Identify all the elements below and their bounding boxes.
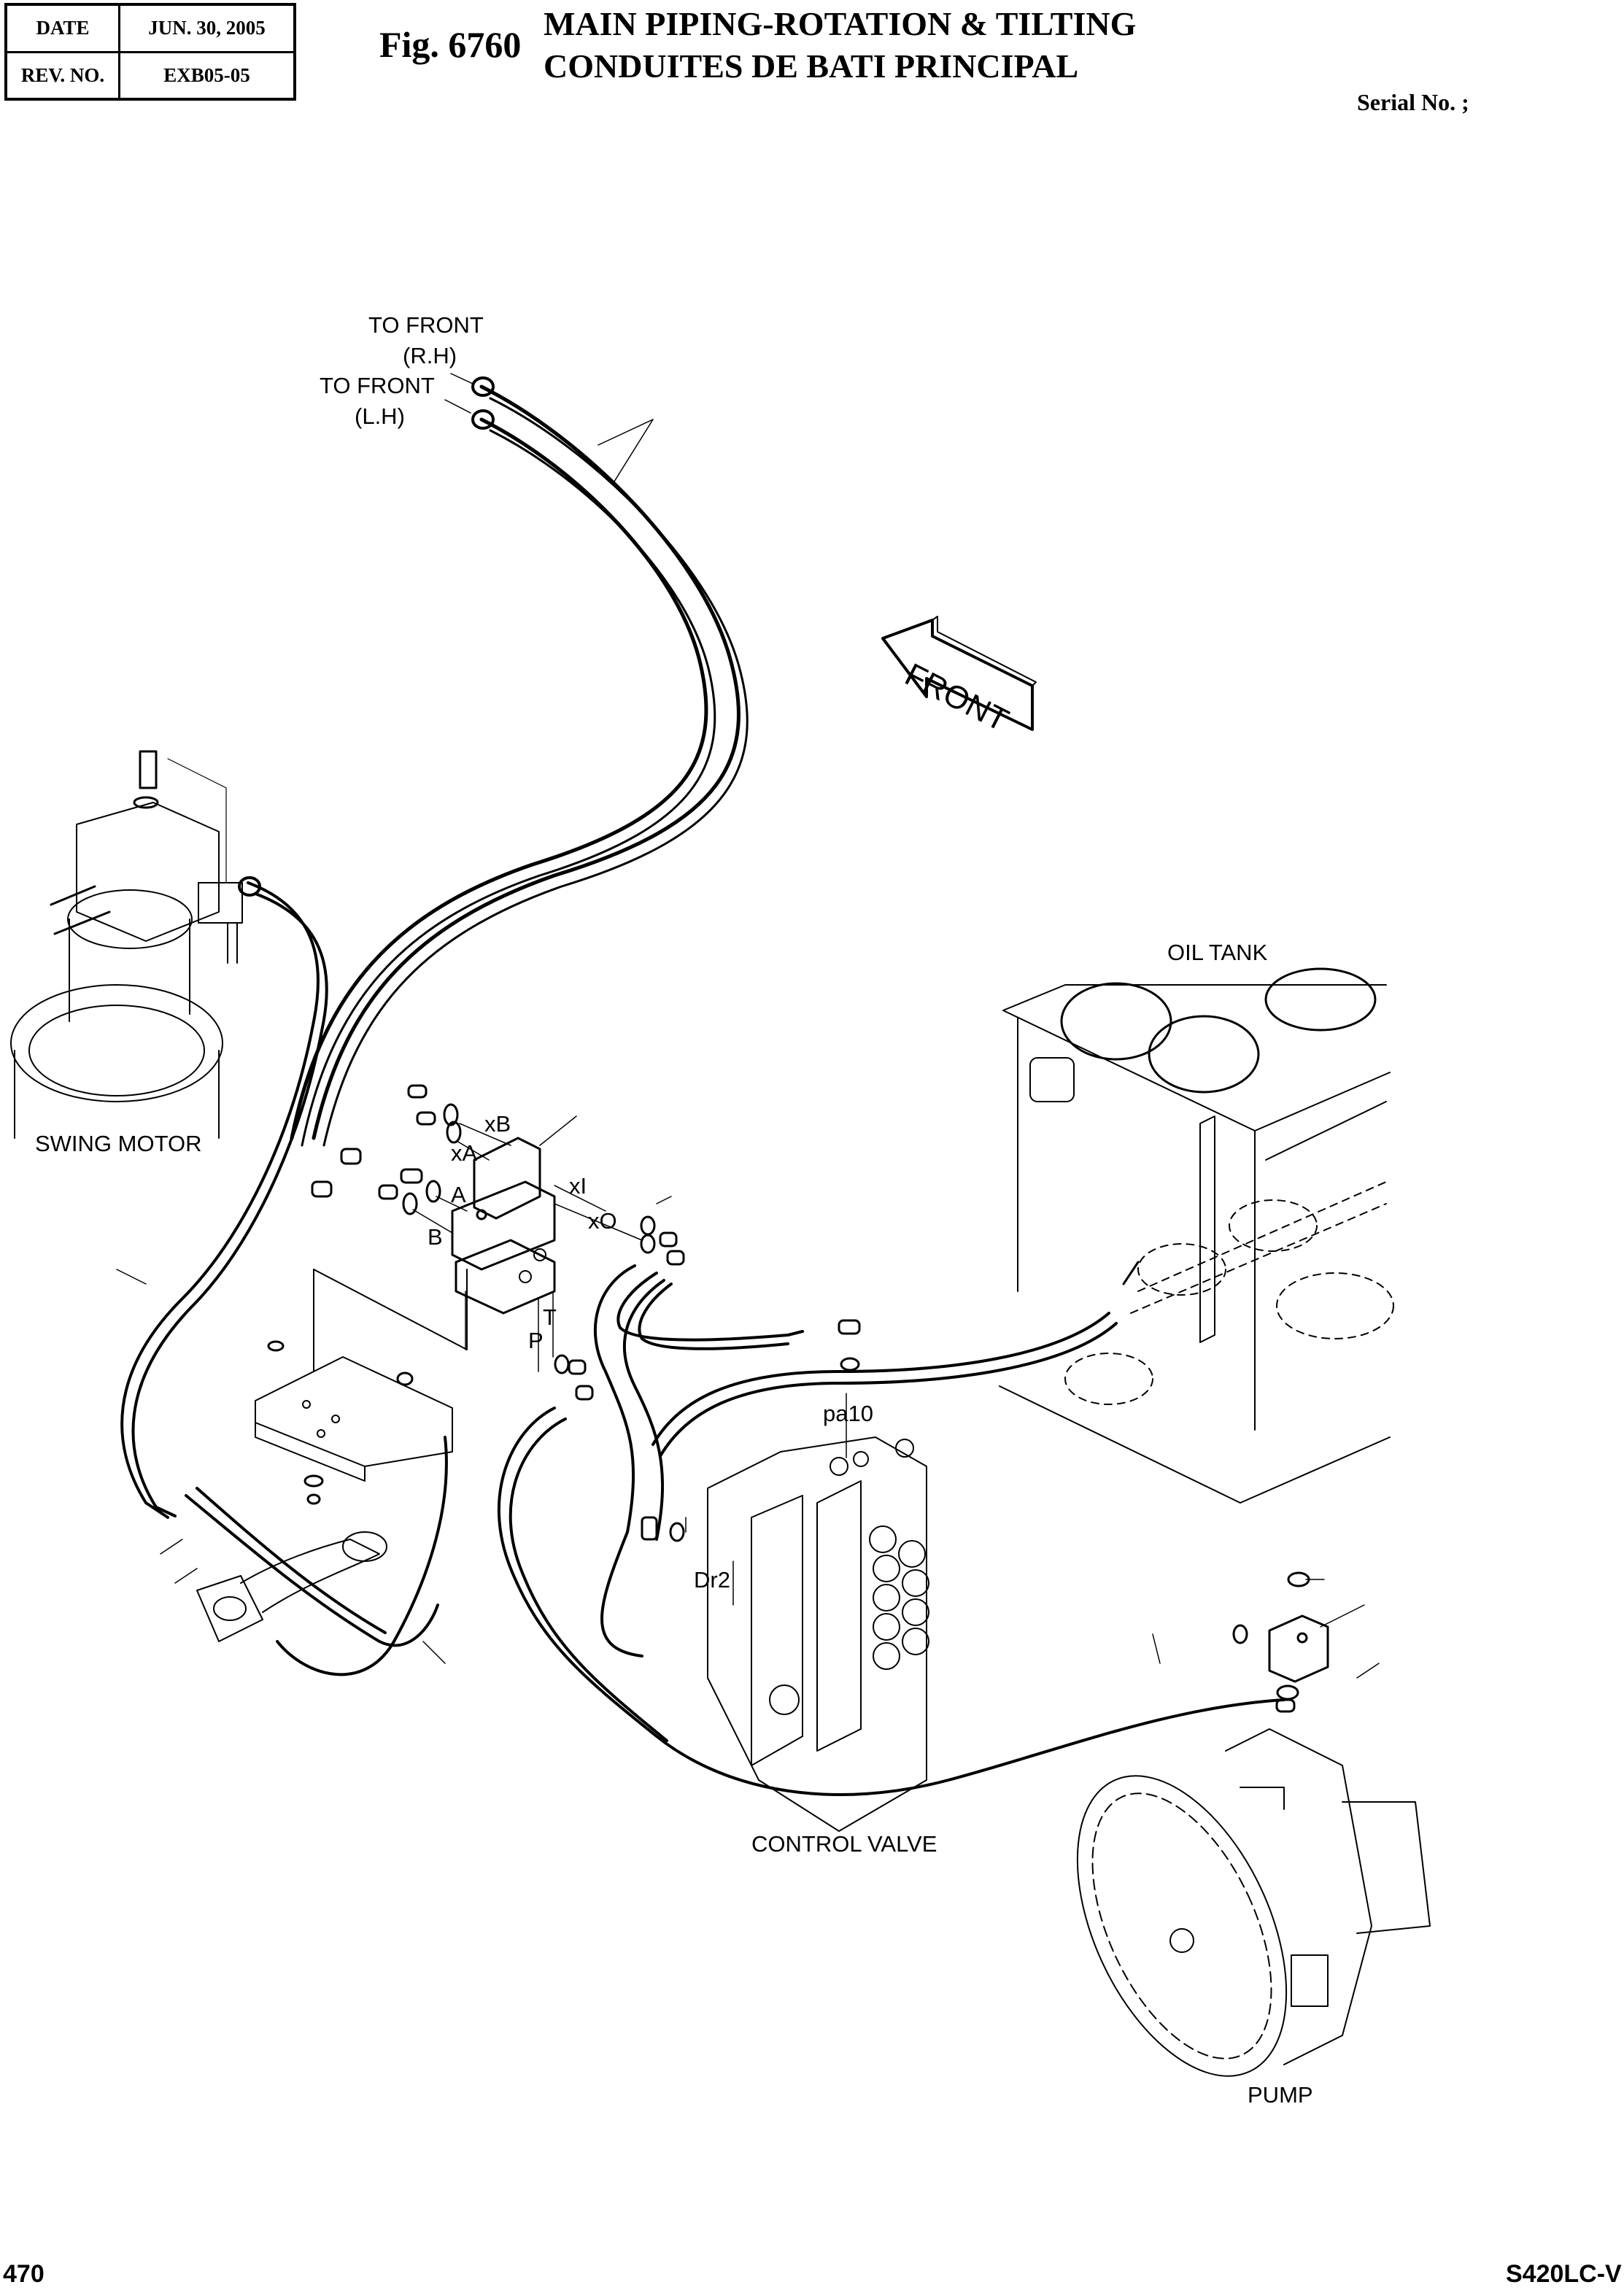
hose-front-lh-inner (301, 429, 716, 1147)
pump (1076, 1728, 1431, 2077)
port-xo-label: xO (588, 1208, 617, 1234)
to-front-rh-sublabel: (R.H) (403, 343, 457, 368)
front-hoses-leaders (444, 373, 654, 482)
hose-end-fitting-lh (471, 409, 495, 430)
hose-end-fitting-rh (471, 376, 495, 397)
front-direction-arrow (881, 616, 1037, 731)
swing-motor-label: SWING MOTOR (35, 1131, 202, 1156)
control-valve (707, 1436, 929, 1832)
rev-value: EXB05-05 (118, 50, 296, 101)
port-b-label: B (428, 1224, 443, 1250)
date-row: DATE JUN. 30, 2005 (4, 3, 296, 53)
port-xb-label: xB (484, 1111, 511, 1137)
figure-number: Fig. 6760 (379, 24, 522, 65)
swing-motor-hose (120, 876, 328, 1519)
hose-front-rh-inner (322, 397, 749, 1147)
serial-number-label: Serial No. ; (1357, 89, 1469, 115)
date-label: DATE (4, 3, 120, 53)
fittings (311, 1084, 1296, 1713)
title-english: MAIN PIPING-ROTATION & TILTING (544, 5, 1137, 42)
rotation-valve-block (451, 1137, 556, 1315)
swing-motor-return-hose (185, 1487, 439, 1647)
date-value: JUN. 30, 2005 (118, 3, 296, 53)
port-xi-label: xI (569, 1173, 587, 1199)
pump-leaders (1152, 1579, 1380, 1679)
model-number: S420LC-V (1506, 2260, 1622, 2288)
mounting-bracket (255, 1269, 468, 1505)
page-title: MAIN PIPING-ROTATION & TILTING CONDUITES… (544, 3, 1136, 88)
control-valve-leaders (685, 1393, 847, 1606)
swing-motor (10, 750, 243, 1139)
to-front-lh-label: TO FRONT (320, 373, 435, 398)
o-rings (402, 1103, 1310, 1644)
valve-leaders (412, 1115, 672, 1372)
oil-tank-label: OIL TANK (1167, 940, 1268, 965)
port-xa-label: xA (451, 1140, 478, 1166)
hose-front-rh (312, 384, 741, 1140)
oil-tank (999, 967, 1394, 1504)
pipe-flange (196, 1531, 387, 1642)
port-t-label: T (543, 1304, 557, 1330)
to-front-rh-label: TO FRONT (368, 312, 484, 338)
page-number: 470 (3, 2260, 45, 2288)
revision-table: DATE JUN. 30, 2005 REV. NO. EXB05-05 (4, 3, 296, 101)
leader-lines (116, 1269, 446, 1664)
rev-label: REV. NO. (4, 50, 120, 101)
rev-row: REV. NO. EXB05-05 (4, 50, 296, 101)
title-french: CONDUITES DE BATI PRINCIPAL (544, 47, 1079, 85)
port-a-label: A (451, 1182, 466, 1207)
pilot-hoses (276, 1261, 1285, 1796)
port-pa10-label: pa10 (823, 1401, 873, 1426)
to-front-lh-sublabel: (L.H) (355, 403, 405, 429)
pump-pilot-block (1268, 1614, 1329, 1701)
port-p-label: P (528, 1328, 544, 1353)
control-valve-label: CONTROL VALVE (751, 1831, 937, 1857)
front-hoses (290, 376, 749, 1147)
pump-label: PUMP (1248, 2082, 1313, 2108)
port-dr2-label: Dr2 (694, 1567, 730, 1593)
